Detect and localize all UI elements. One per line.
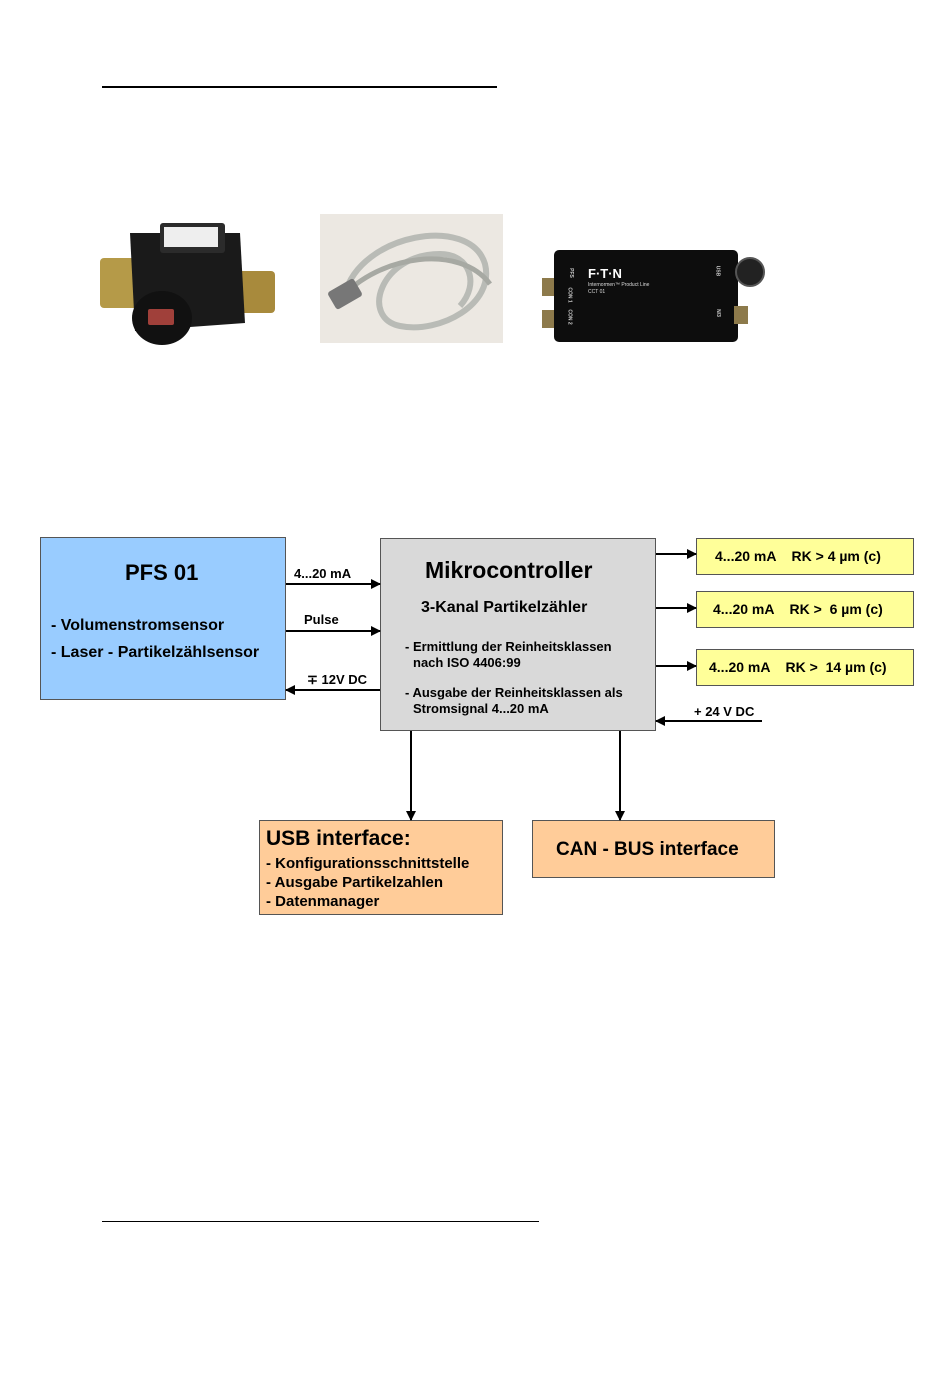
connector-arrows [0,0,950,1397]
